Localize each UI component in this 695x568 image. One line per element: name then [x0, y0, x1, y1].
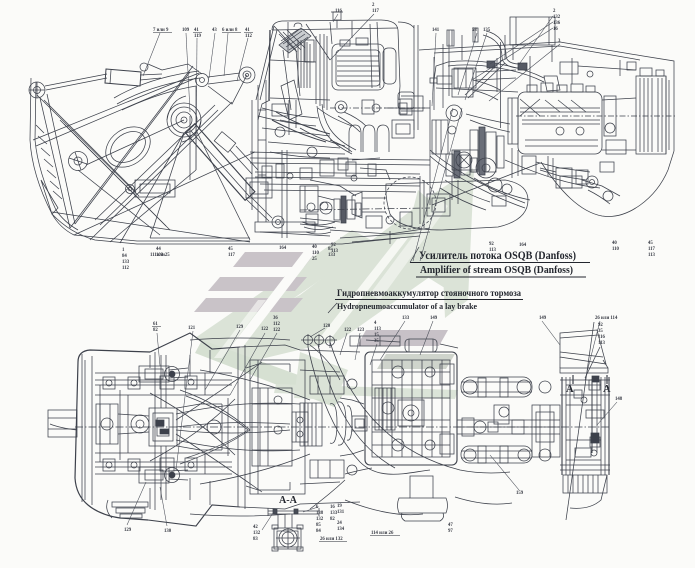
svg-text:110: 110 [612, 247, 620, 252]
svg-text:Hydropneumoaccumulator of a la: Hydropneumoaccumulator of a lay brake [337, 301, 477, 311]
svg-text:134: 134 [337, 527, 345, 532]
svg-text:3: 3 [558, 39, 561, 44]
svg-text:58: 58 [472, 28, 477, 33]
svg-text:61: 61 [153, 322, 158, 327]
svg-text:82: 82 [153, 328, 158, 333]
svg-text:103: 103 [156, 253, 164, 258]
svg-text:148: 148 [615, 397, 623, 402]
svg-text:84: 84 [316, 529, 321, 534]
svg-text:25: 25 [312, 257, 317, 262]
svg-text:85: 85 [328, 247, 333, 252]
svg-text:97: 97 [448, 529, 453, 534]
svg-text:82: 82 [330, 517, 335, 522]
svg-text:112: 112 [245, 34, 253, 39]
svg-text:119: 119 [194, 34, 202, 39]
svg-text:6 или 8: 6 или 8 [222, 28, 238, 33]
svg-text:122: 122 [261, 327, 269, 332]
svg-text:123: 123 [357, 328, 365, 333]
svg-text:45: 45 [228, 247, 233, 252]
svg-text:6: 6 [316, 505, 319, 510]
svg-text:110: 110 [312, 251, 320, 256]
svg-text:16: 16 [553, 27, 558, 32]
svg-text:138: 138 [316, 511, 324, 516]
svg-text:149: 149 [430, 316, 438, 321]
svg-text:132: 132 [316, 517, 324, 522]
svg-text:47: 47 [448, 523, 453, 528]
svg-text:2: 2 [553, 9, 556, 14]
svg-text:44: 44 [156, 247, 161, 252]
svg-text:83: 83 [253, 537, 258, 542]
svg-text:133: 133 [122, 260, 130, 265]
svg-text:45: 45 [648, 241, 653, 246]
svg-text:41: 41 [194, 28, 199, 33]
svg-text:19: 19 [337, 504, 342, 509]
svg-text:Гидропневмоаккумулятор стояноч: Гидропневмоаккумулятор стояночного тормо… [337, 289, 521, 299]
svg-text:92: 92 [598, 323, 603, 328]
svg-text:112: 112 [273, 322, 281, 327]
svg-text:А: А [603, 384, 611, 395]
svg-text:24: 24 [337, 521, 342, 526]
svg-text:40: 40 [312, 245, 317, 250]
svg-text:114 или 26: 114 или 26 [371, 531, 394, 536]
svg-text:159: 159 [516, 491, 524, 496]
svg-text:35: 35 [374, 339, 379, 344]
svg-text:132: 132 [253, 531, 261, 536]
svg-text:4: 4 [374, 321, 377, 326]
svg-text:112: 112 [122, 266, 130, 271]
svg-text:113: 113 [331, 249, 339, 254]
svg-text:111или25: 111или25 [150, 253, 170, 258]
svg-text:26 или 132: 26 или 132 [320, 537, 343, 542]
svg-text:36: 36 [273, 316, 278, 321]
svg-text:113: 113 [374, 327, 382, 332]
svg-text:164: 164 [519, 243, 527, 248]
svg-text:129: 129 [236, 325, 244, 330]
svg-text:16: 16 [330, 505, 335, 510]
svg-text:133: 133 [330, 511, 338, 516]
svg-text:43: 43 [212, 28, 217, 33]
svg-text:92: 92 [489, 242, 494, 247]
svg-text:117: 117 [228, 253, 236, 258]
svg-text:84: 84 [122, 254, 127, 259]
svg-text:122: 122 [344, 328, 352, 333]
svg-text:92: 92 [331, 243, 336, 248]
svg-text:132: 132 [553, 15, 561, 20]
svg-text:116: 116 [335, 9, 343, 14]
svg-text:Amplifier of stream OSQB (Danf: Amplifier of stream OSQB (Danfoss) [420, 265, 573, 276]
svg-text:133: 133 [402, 316, 410, 321]
svg-text:1: 1 [122, 248, 125, 253]
svg-text:Усилитель потока OSQB (Danfoss: Усилитель потока OSQB (Danfoss) [419, 250, 576, 262]
svg-text:117: 117 [372, 9, 380, 14]
svg-text:85: 85 [316, 523, 321, 528]
svg-text:141: 141 [432, 28, 440, 33]
svg-text:113: 113 [489, 248, 497, 253]
svg-text:42: 42 [253, 525, 258, 530]
svg-text:7 или 9: 7 или 9 [153, 28, 169, 33]
svg-text:113: 113 [598, 341, 606, 346]
svg-text:2: 2 [372, 3, 375, 8]
svg-text:136: 136 [553, 21, 561, 26]
svg-text:40: 40 [612, 241, 617, 246]
svg-text:164: 164 [279, 246, 287, 251]
svg-text:130: 130 [164, 529, 172, 534]
svg-text:117: 117 [648, 247, 656, 252]
svg-text:А-А: А-А [279, 494, 297, 506]
svg-text:35: 35 [598, 329, 603, 334]
svg-text:109: 109 [182, 28, 190, 33]
svg-text:15: 15 [374, 333, 379, 338]
svg-text:133: 133 [328, 253, 336, 258]
svg-text:135: 135 [483, 28, 491, 33]
svg-text:26 или 114: 26 или 114 [595, 316, 618, 321]
svg-text:41: 41 [245, 28, 250, 33]
svg-text:131: 131 [337, 510, 345, 515]
svg-text:149: 149 [539, 316, 547, 321]
svg-text:116: 116 [598, 335, 606, 340]
svg-text:113: 113 [648, 253, 656, 258]
svg-text:120: 120 [323, 324, 331, 329]
svg-text:129: 129 [124, 528, 132, 533]
svg-text:122: 122 [273, 328, 281, 333]
svg-text:121: 121 [188, 326, 196, 331]
